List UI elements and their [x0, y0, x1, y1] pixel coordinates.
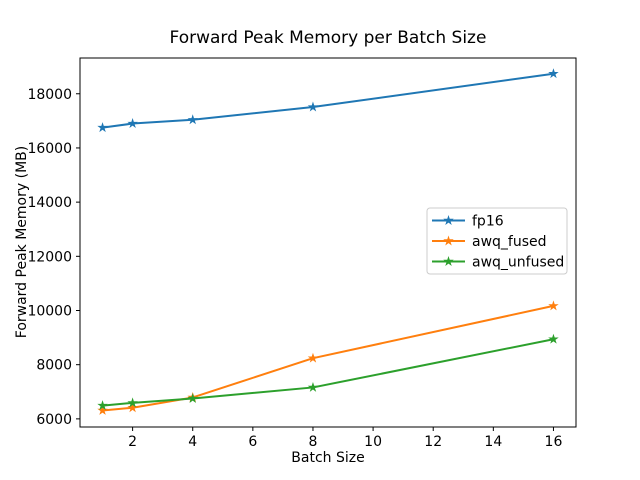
series-marker-fp16-x2 [127, 118, 138, 129]
x-tick-label: 12 [424, 434, 442, 450]
chart-title: Forward Peak Memory per Batch Size [169, 28, 487, 48]
series-line-awq_unfused [101, 338, 555, 407]
legend-label-awq_unfused: awq_unfused [472, 255, 564, 271]
x-tick-label: 16 [545, 434, 563, 450]
x-tick-label: 14 [484, 434, 502, 450]
x-tick-label: 10 [364, 434, 382, 450]
series-marker-awq_unfused-x16 [548, 333, 559, 344]
x-axis-label: Batch Size [291, 450, 365, 466]
y-tick-label: 18000 [27, 87, 72, 103]
legend-marker-fp16 [443, 215, 454, 225]
legend-label-fp16: fp16 [472, 214, 504, 230]
series-marker-awq_fused-x8 [307, 352, 319, 363]
y-tick-label: 14000 [27, 195, 72, 211]
series-marker-awq_unfused-x1 [97, 400, 108, 411]
legend-label-awq_fused: awq_fused [472, 234, 547, 250]
series-marker-fp16-x16 [548, 68, 559, 79]
legend-marker-awq_fused [443, 235, 454, 246]
series-line-awq_fused [101, 304, 555, 412]
series-marker-fp16-x8 [307, 101, 319, 112]
legend-marker-awq_unfused [443, 256, 454, 266]
series-marker-awq_fused-x16 [548, 300, 559, 311]
y-tick-label: 10000 [27, 304, 72, 320]
series-line-fp16 [101, 72, 555, 129]
series-marker-awq_unfused-x2 [127, 397, 138, 408]
series-marker-awq_unfused-x4 [187, 393, 198, 403]
series-marker-fp16-x1 [97, 122, 108, 133]
x-tick-label: 6 [248, 434, 257, 450]
plot-border [79, 57, 577, 428]
y-tick-label: 8000 [36, 358, 72, 374]
y-tick-label: 12000 [27, 249, 72, 265]
series-marker-fp16-x4 [187, 114, 198, 125]
series-marker-awq_fused-x2 [127, 402, 138, 413]
series-marker-awq_unfused-x8 [307, 381, 319, 392]
y-axis-label: Forward Peak Memory (MB) [14, 145, 30, 339]
series-marker-awq_fused-x1 [97, 404, 108, 415]
x-tick-label: 4 [188, 434, 197, 450]
x-tick-label: 2 [128, 434, 137, 450]
legend-box [426, 207, 568, 275]
x-tick-label: 8 [309, 434, 318, 450]
y-tick-label: 16000 [27, 141, 72, 157]
y-tick-label: 6000 [36, 412, 72, 428]
